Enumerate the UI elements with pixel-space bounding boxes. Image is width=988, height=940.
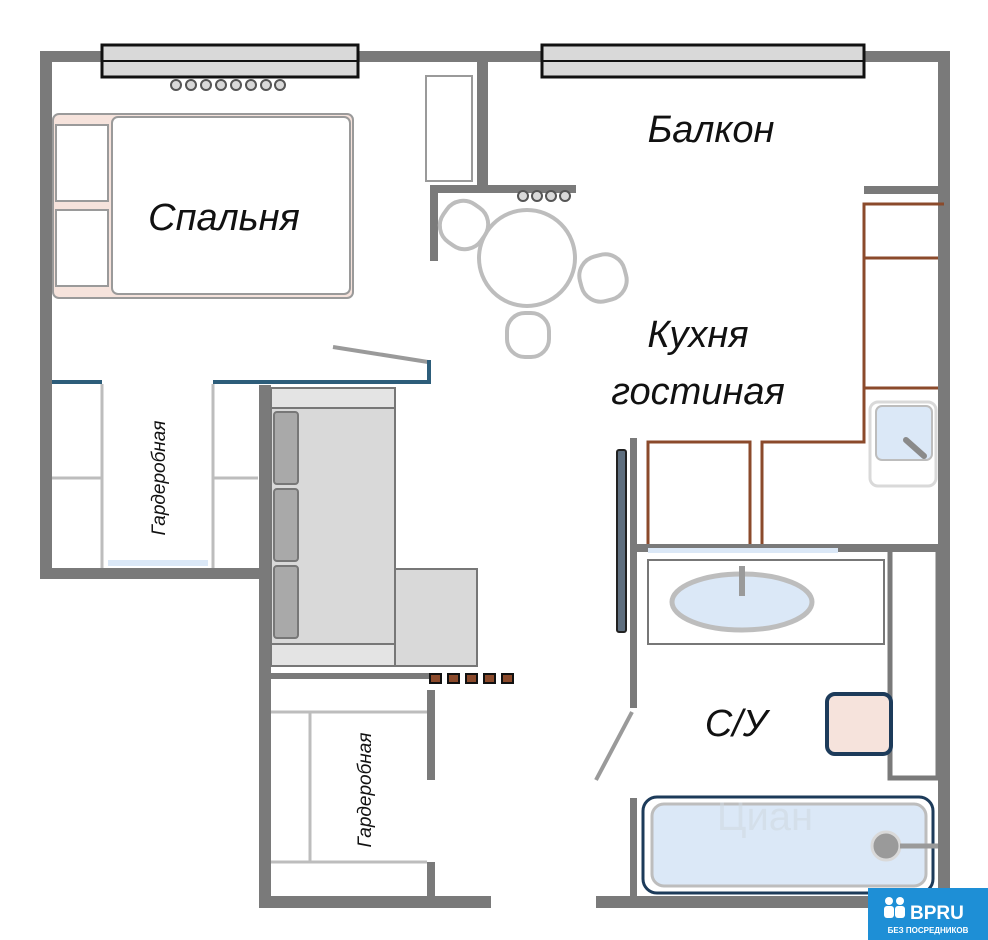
pillow-top	[55, 124, 109, 202]
wardrobe-top-door	[108, 560, 208, 566]
room-label-wardrobe-top: Гардеробная	[149, 421, 170, 536]
wall-bathroom-left-top	[630, 438, 637, 708]
logo-tagline: БЕЗ ПОСРЕДНИКОВ	[888, 926, 969, 935]
wall-wardrobe2-top	[271, 673, 429, 679]
chair-right	[577, 252, 629, 304]
wall-bathroom-left-bottom	[630, 798, 637, 898]
wall-balcony-partition-right	[864, 186, 940, 194]
room-label-balcony: Балкон	[648, 109, 775, 151]
sofa-cushion-2	[273, 488, 299, 562]
bathroom-top-strip	[648, 548, 838, 553]
wall-corridor-left	[259, 385, 271, 908]
radiator-kitchen	[517, 190, 571, 202]
wall-top-left-a	[40, 51, 102, 62]
sofa	[270, 387, 478, 667]
room-label-bedroom: Спальня	[148, 197, 300, 239]
kitchen-cabinets	[646, 202, 944, 544]
bathtub	[641, 795, 938, 895]
wall-top-left-b	[358, 51, 490, 62]
wall-balcony-partition-left	[430, 185, 438, 261]
dining-table	[477, 208, 577, 308]
wall-bedroom-balcony	[477, 51, 488, 187]
radiator-living	[429, 673, 514, 684]
sofa-chaise	[394, 568, 478, 667]
sofa-arm-top	[270, 387, 396, 409]
room-label-bathroom: С/У	[705, 703, 771, 745]
bedroom-cabinet	[425, 75, 473, 182]
bathroom-toilet	[825, 692, 893, 756]
wall-left	[40, 51, 52, 579]
entry-door	[616, 449, 627, 633]
room-label-kitchen-line2: гостиная	[611, 371, 785, 413]
wall-left-bottom	[40, 568, 270, 579]
wardrobe-top	[52, 384, 258, 568]
wardrobe-bottom	[271, 710, 427, 864]
kitchen-sink	[868, 400, 938, 488]
wall-right	[938, 51, 950, 908]
room-label-kitchen-line1: Кухня	[647, 314, 748, 356]
walls	[40, 51, 950, 908]
wall-balcony-partition	[430, 185, 576, 193]
wall-top-right-a	[488, 51, 542, 62]
wall-bottom-right	[596, 896, 950, 908]
dining-set	[437, 198, 629, 359]
wall-wardrobe2-right-a	[427, 690, 435, 780]
bathroom-niche	[887, 545, 941, 781]
pillow-bottom	[55, 209, 109, 287]
sofa-cushion-1	[273, 411, 299, 485]
people-icon	[884, 897, 905, 918]
wall-top-right-b	[864, 51, 950, 62]
bathroom-door	[594, 711, 634, 781]
bedroom-furniture	[52, 75, 473, 299]
sofa-arm-bottom	[270, 643, 396, 667]
bed-mattress	[111, 116, 351, 295]
bathroom-vanity	[647, 559, 885, 645]
chair-left	[437, 198, 491, 252]
wall-bottom-left	[259, 896, 491, 908]
watermark: Циан	[717, 795, 813, 839]
bedroom-door	[332, 345, 429, 364]
windows	[100, 43, 866, 79]
bpru-logo: BPRU БЕЗ ПОСРЕДНИКОВ	[868, 888, 988, 940]
wall-wardrobe2-right-b	[427, 862, 435, 898]
radiator-bedroom	[170, 79, 286, 91]
bedroom-bottom-wall	[52, 360, 431, 384]
room-label-wardrobe-bottom: Гардеробная	[355, 733, 376, 848]
chair-bottom	[505, 311, 551, 359]
logo-brand: BPRU	[910, 903, 964, 924]
sofa-cushion-3	[273, 565, 299, 639]
